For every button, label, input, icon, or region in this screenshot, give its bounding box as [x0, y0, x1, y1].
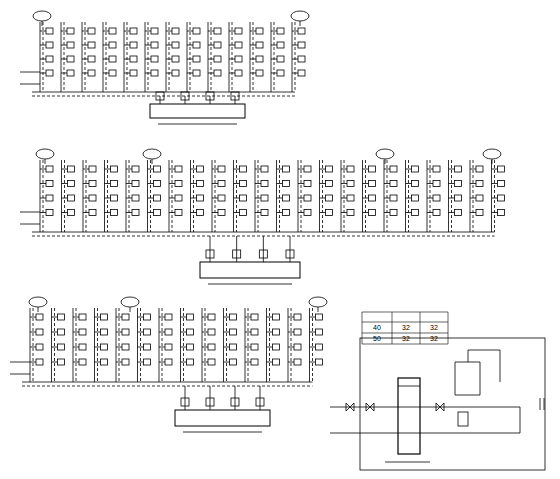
table-cell: 32 [392, 324, 420, 332]
table-cell: 50 [362, 335, 392, 343]
table-cell: 32 [420, 335, 448, 343]
table-cell: 40 [362, 324, 392, 332]
table-cell: 32 [420, 324, 448, 332]
table-cell: 32 [392, 335, 420, 343]
